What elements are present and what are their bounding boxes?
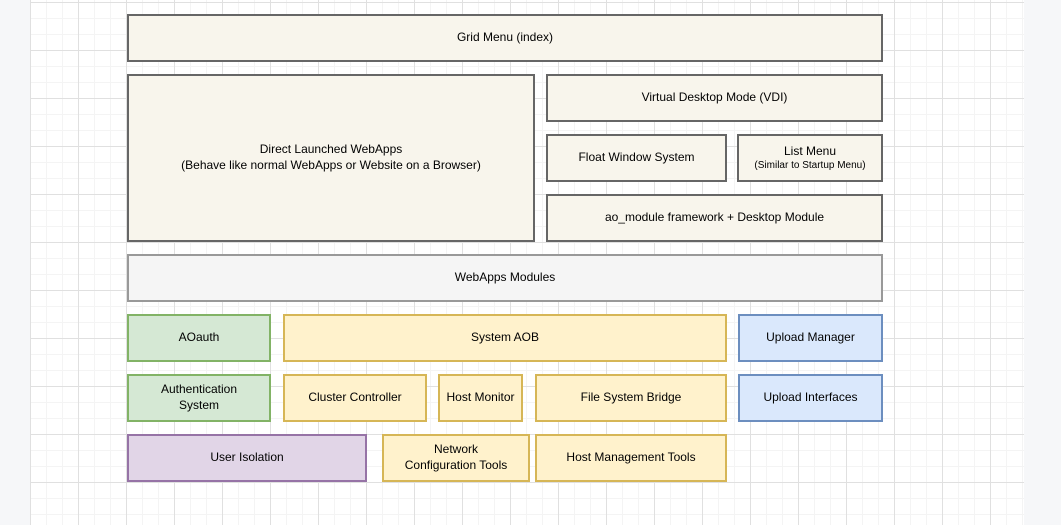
canvas-right-margin bbox=[1024, 0, 1061, 525]
node-label: Float Window System bbox=[578, 150, 694, 166]
node-label: File System Bridge bbox=[581, 390, 682, 406]
node-sublabel: (Behave like normal WebApps or Website o… bbox=[181, 158, 481, 174]
node-label: Upload Manager bbox=[766, 330, 855, 346]
node-label: ao_module framework + Desktop Module bbox=[605, 210, 824, 226]
canvas-left-margin bbox=[0, 0, 30, 525]
node-label: System AOB bbox=[471, 330, 539, 346]
node-webapps-modules[interactable]: WebApps Modules bbox=[127, 254, 883, 302]
node-authentication-system[interactable]: Authentication System bbox=[127, 374, 271, 422]
node-label: AOauth bbox=[179, 330, 220, 346]
node-label: Grid Menu (index) bbox=[457, 30, 553, 46]
node-aoauth[interactable]: AOauth bbox=[127, 314, 271, 362]
node-label: Cluster Controller bbox=[308, 390, 401, 406]
node-label: Virtual Desktop Mode (VDI) bbox=[642, 90, 788, 106]
node-file-system-bridge[interactable]: File System Bridge bbox=[535, 374, 727, 422]
node-label: Host Monitor bbox=[446, 390, 514, 406]
node-host-management-tools[interactable]: Host Management Tools bbox=[535, 434, 727, 482]
node-virtual-desktop-mode[interactable]: Virtual Desktop Mode (VDI) bbox=[546, 74, 883, 122]
node-label: WebApps Modules bbox=[455, 270, 556, 286]
node-ao-module-framework[interactable]: ao_module framework + Desktop Module bbox=[546, 194, 883, 242]
node-sublabel: (Similar to Startup Menu) bbox=[754, 159, 865, 172]
node-label: Network Configuration Tools bbox=[398, 442, 514, 473]
diagram-canvas[interactable]: Grid Menu (index) Direct Launched WebApp… bbox=[30, 0, 1024, 525]
node-label: Authentication System bbox=[153, 382, 245, 413]
node-list-menu[interactable]: List Menu (Similar to Startup Menu) bbox=[737, 134, 883, 182]
node-float-window-system[interactable]: Float Window System bbox=[546, 134, 727, 182]
node-cluster-controller[interactable]: Cluster Controller bbox=[283, 374, 427, 422]
node-label: User Isolation bbox=[210, 450, 283, 466]
node-upload-interfaces[interactable]: Upload Interfaces bbox=[738, 374, 883, 422]
node-system-aob[interactable]: System AOB bbox=[283, 314, 727, 362]
node-network-configuration-tools[interactable]: Network Configuration Tools bbox=[382, 434, 530, 482]
node-label: Host Management Tools bbox=[566, 450, 695, 466]
node-direct-launched-webapps[interactable]: Direct Launched WebApps (Behave like nor… bbox=[127, 74, 535, 242]
node-label: Direct Launched WebApps bbox=[260, 142, 403, 158]
node-host-monitor[interactable]: Host Monitor bbox=[438, 374, 523, 422]
node-grid-menu[interactable]: Grid Menu (index) bbox=[127, 14, 883, 62]
node-user-isolation[interactable]: User Isolation bbox=[127, 434, 367, 482]
node-upload-manager[interactable]: Upload Manager bbox=[738, 314, 883, 362]
node-label: Upload Interfaces bbox=[763, 390, 857, 406]
node-label: List Menu bbox=[784, 144, 836, 160]
